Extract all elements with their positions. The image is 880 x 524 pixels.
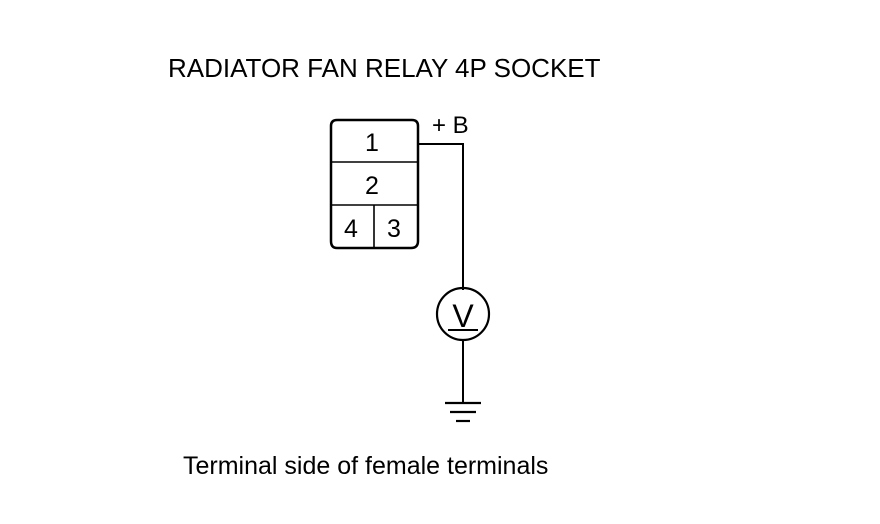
relay-socket-connector: 1 2 4 3 <box>329 118 420 250</box>
terminal-2-label: 2 <box>365 172 379 200</box>
voltmeter-icon: V <box>435 286 491 342</box>
diagram-title: RADIATOR FAN RELAY 4P SOCKET <box>168 53 601 83</box>
voltmeter-symbol: V <box>452 298 474 334</box>
terminal-3-label: 3 <box>387 215 401 243</box>
terminal-1-label: 1 <box>365 129 379 157</box>
probe-wire-positive <box>418 143 464 290</box>
supply-label: + B <box>432 112 469 139</box>
connector-outline <box>329 118 420 250</box>
terminal-4-label: 4 <box>344 215 358 243</box>
ground-icon <box>445 401 481 423</box>
diagram-caption: Terminal side of female terminals <box>183 452 548 480</box>
